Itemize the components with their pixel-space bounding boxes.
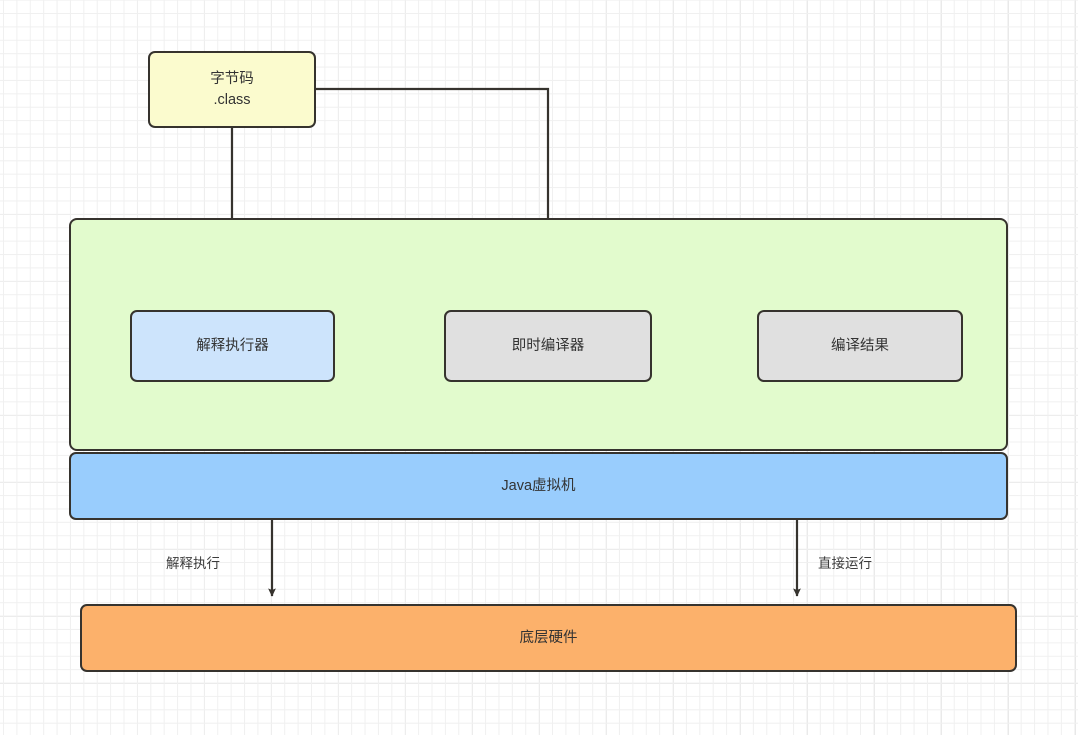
node-underlying-hardware[interactable]: 底层硬件: [80, 604, 1017, 672]
node-compiled-result[interactable]: 编译结果: [757, 310, 963, 382]
edge-label-interpret-run: 解释执行: [166, 556, 220, 571]
node-bytecode[interactable]: 字节码 .class: [148, 51, 316, 128]
edge-label-direct-run: 直接运行: [818, 556, 872, 571]
node-interpreter[interactable]: 解释执行器: [130, 310, 335, 382]
node-jit-compiler[interactable]: 即时编译器: [444, 310, 652, 382]
node-java-virtual-machine[interactable]: Java虚拟机: [69, 452, 1008, 520]
